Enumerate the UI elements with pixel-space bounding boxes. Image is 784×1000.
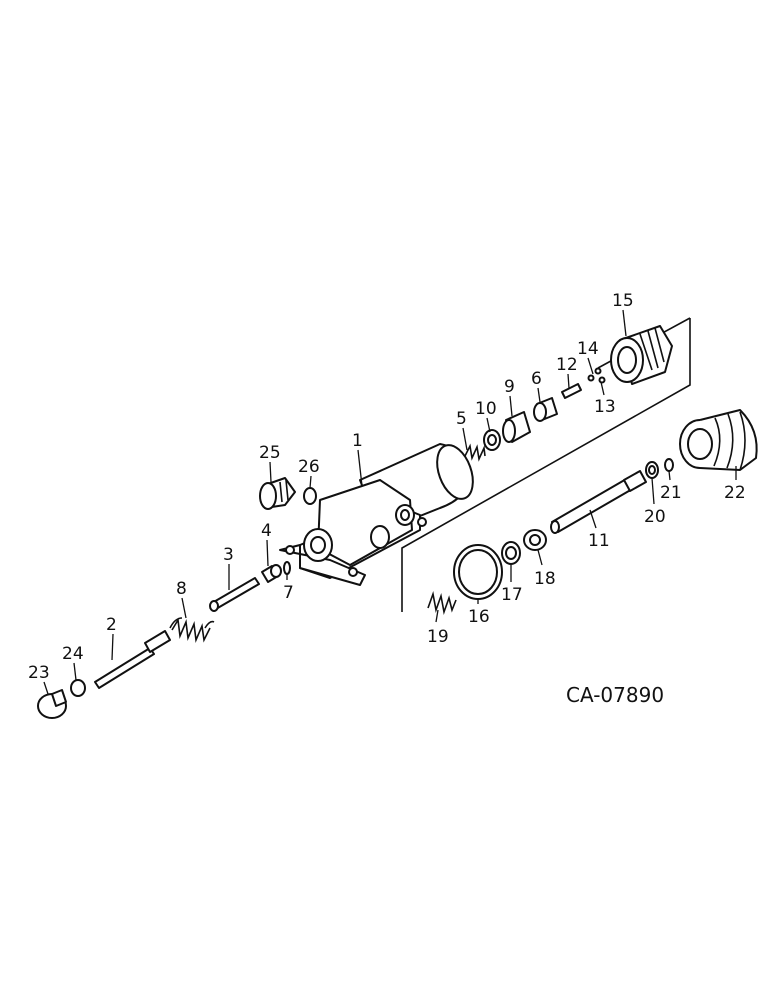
sleeve-9-part: [502, 411, 531, 443]
ring-21-part: [664, 458, 674, 472]
seal-ring-16-part: [453, 544, 503, 600]
callout-9: 9: [504, 377, 515, 397]
callout-22: 22: [724, 483, 746, 503]
callout-10: 10: [475, 399, 497, 419]
callout-20: 20: [644, 507, 666, 527]
valve-cap-part: [261, 564, 282, 583]
callout-19: 19: [427, 627, 449, 647]
pin-12-part: [561, 383, 582, 399]
shaft-11-part: [550, 470, 647, 534]
callout-18: 18: [534, 569, 556, 589]
piston-6-part: [533, 397, 558, 422]
callout-6: 6: [531, 369, 542, 389]
ring-17-part: [501, 541, 521, 565]
washer-20-part: [645, 461, 659, 479]
spring-8-part: [169, 617, 215, 644]
o-ring-26-part: [303, 487, 317, 505]
plunger-rod-part: [209, 577, 260, 612]
callout-labels: 1 2 3 4 5 6 7 8 9 10 11 12 13 14 15 16 1…: [28, 291, 746, 683]
rubber-boot-22-part: [679, 409, 758, 471]
callout-23: 23: [28, 663, 50, 683]
washer-18-part: [523, 529, 547, 551]
callout-12: 12: [556, 355, 578, 375]
callout-17: 17: [501, 585, 523, 605]
callout-5: 5: [456, 409, 467, 429]
callout-25: 25: [259, 443, 281, 463]
fitting-25-part: [259, 477, 296, 510]
callout-24: 24: [62, 644, 84, 664]
callout-26: 26: [298, 457, 320, 477]
callout-2: 2: [106, 615, 117, 635]
callout-3: 3: [223, 545, 234, 565]
callout-8: 8: [176, 579, 187, 599]
callout-21: 21: [660, 483, 682, 503]
callout-13: 13: [594, 397, 616, 417]
spring-5-part: [464, 443, 486, 462]
callout-4: 4: [261, 521, 272, 541]
push-rod-part: [94, 630, 171, 689]
knob-part: [37, 689, 67, 719]
callout-14: 14: [577, 339, 599, 359]
catalog-code: CA-07890: [566, 683, 664, 707]
o-ring-7-part: [283, 561, 291, 575]
valve-body-part: [279, 443, 474, 586]
washer-24-part: [70, 679, 86, 697]
gland-nut-15-part: [610, 325, 673, 385]
spring-19-part: [427, 590, 457, 616]
callout-15: 15: [612, 291, 634, 311]
balls-13-14-part: [587, 367, 606, 384]
callout-7: 7: [283, 583, 294, 603]
ring-10-part: [483, 429, 501, 451]
callout-16: 16: [468, 607, 490, 627]
leader-lines: [43, 309, 737, 695]
callout-1: 1: [352, 431, 363, 451]
callout-11: 11: [588, 531, 610, 551]
